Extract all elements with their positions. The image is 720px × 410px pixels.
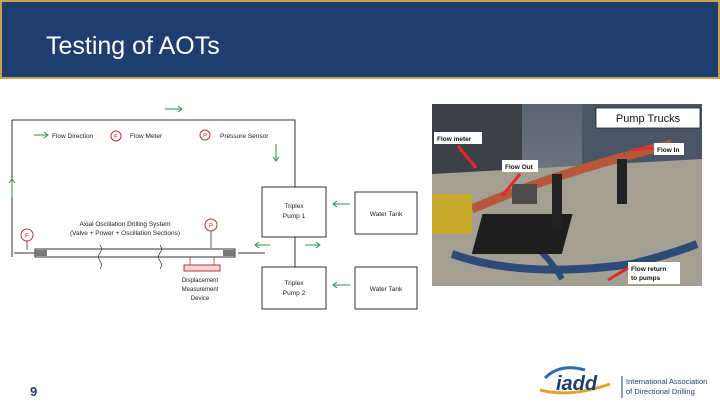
pump2-label-line1: Triplex [284, 280, 304, 287]
pump2-label-line2: Pump 2 [283, 290, 306, 297]
photo-label-pump-trucks: Pump Trucks [616, 113, 681, 125]
title-bar: Testing of AOTs [0, 0, 720, 79]
system-label-line1: Axial Oscillation Drilling System [79, 221, 170, 228]
flow-return-callout [628, 262, 680, 284]
slide-title: Testing of AOTs [46, 32, 220, 60]
pump-trucks-callout [595, 107, 701, 129]
flow-arrows [8, 105, 350, 289]
pump1-label-line2: Pump 1 [283, 213, 306, 220]
photo-label-flow-in: Flow In [657, 147, 679, 154]
triplex-pump-1 [261, 186, 327, 238]
photo-label-flow-return-line1: Flow return [631, 266, 666, 273]
pump1-label-line1: Triplex [284, 203, 304, 210]
device-label-line3: Device [191, 296, 210, 302]
flow-meter-icon [110, 130, 122, 142]
gauge-p-label: P [209, 224, 213, 230]
device-label-line2: Measurement [182, 287, 219, 293]
iadd-logo: iadd International Association of Direct… [539, 358, 720, 405]
callout-arrows [456, 145, 654, 282]
device-label-line1: Displacement [182, 278, 219, 284]
legend-flow-meter-symbol: F [114, 135, 118, 141]
photo-label-flow-out: Flow Out [505, 164, 534, 171]
photo-label-flow-meter: Flow meter [437, 136, 472, 143]
triplex-pump-2 [261, 266, 327, 310]
flow-in-callout [654, 143, 684, 155]
legend-pressure-symbol: P [203, 134, 207, 140]
test-setup-diagram: Flow Direction F Flow Meter P Pressure S… [8, 105, 418, 310]
legend-flow-meter: Flow Meter [130, 133, 163, 140]
pressure-sensor-icon [199, 129, 211, 141]
flow-meter-callout [434, 132, 482, 144]
legend-flow-direction: Flow Direction [52, 133, 94, 140]
logo-line2: of Directional Drilling [626, 387, 695, 396]
tank1-label: Water Tank [370, 211, 403, 218]
photo-label-flow-return-line2: to pumps [631, 275, 661, 282]
water-tank-2 [354, 266, 418, 310]
system-label-line2: (Valve + Power + Oscillation Sections) [70, 230, 180, 237]
legend-pressure-sensor: Pressure Sensor [220, 133, 269, 140]
gauge-f-label: F [25, 234, 29, 240]
displacement-device-icon [183, 264, 221, 272]
page-number: 9 [30, 384, 38, 399]
logo-name: iadd [556, 373, 598, 395]
tank2-label: Water Tank [370, 286, 403, 293]
logo-line1: International Association [626, 377, 707, 386]
water-tank-1 [354, 191, 418, 235]
test-rig-photo: Pump Trucks Flow meter Flow In Flow Out … [432, 104, 702, 286]
flow-out-callout [502, 160, 538, 172]
aot-tool-string [14, 244, 236, 270]
